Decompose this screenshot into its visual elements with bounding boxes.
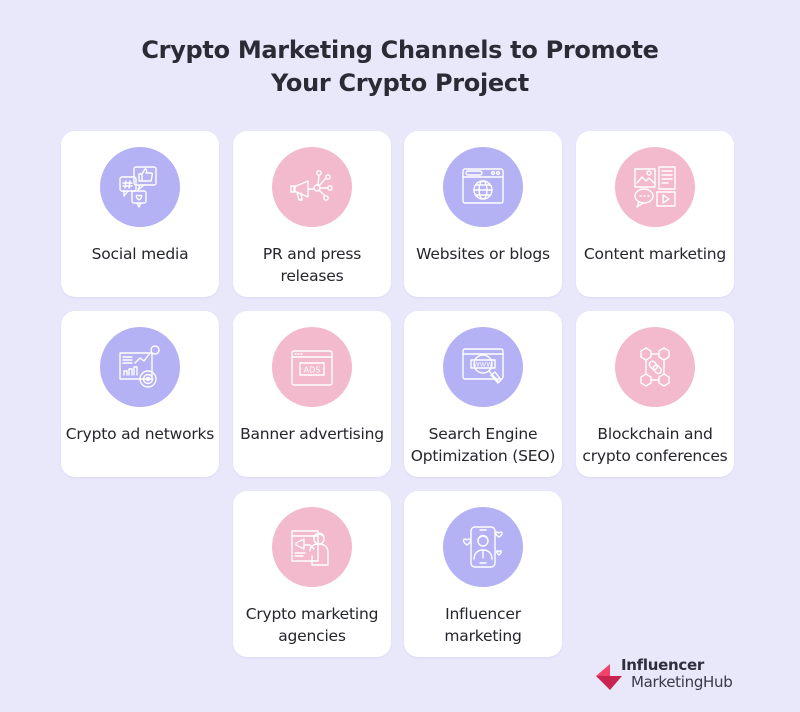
channel-card-content: Content marketing	[576, 131, 734, 297]
channel-label: Websites or blogs	[416, 245, 550, 263]
blockchain-link-icon	[615, 327, 695, 407]
channel-card-websites: Websites or blogs	[404, 131, 562, 297]
logo-mark-icon	[596, 664, 622, 690]
svg-text:ADS: ADS	[304, 366, 321, 375]
svg-text:WWW: WWW	[473, 361, 493, 369]
channel-label: Crypto ad networks	[65, 425, 215, 443]
www-magnifier-icon: WWW	[443, 327, 523, 407]
social-media-icon	[100, 147, 180, 227]
channel-card-agencies: Crypto marketing agencies	[233, 491, 391, 657]
channel-card-banner: ADS Banner advertising	[233, 311, 391, 477]
channel-label: Search Engine Optimization (SEO)	[410, 425, 556, 465]
content-collage-icon	[615, 147, 695, 227]
logo-text-line-1: Influencer	[621, 656, 704, 674]
channel-label: Banner advertising	[240, 425, 384, 443]
megaphone-network-icon	[272, 147, 352, 227]
title-line-1: Crypto Marketing Channels to Promote	[141, 36, 659, 64]
channel-label: Blockchain and crypto conferences	[582, 425, 728, 465]
channel-card-ad-networks: Crypto ad networks	[61, 311, 219, 477]
channel-label: Crypto marketing agencies	[245, 605, 379, 645]
influencer-marketing-hub-logo: Influencer MarketingHub	[596, 656, 756, 696]
title-line-2: Your Crypto Project	[271, 69, 529, 97]
channel-card-seo: WWW Search Engine Optimization (SEO)	[404, 311, 562, 477]
channel-label: Social media	[91, 245, 189, 263]
presenter-megaphone-icon	[272, 507, 352, 587]
channel-label: PR and press releases	[262, 245, 362, 285]
channel-label: Content marketing	[583, 245, 727, 263]
phone-influencer-icon	[443, 507, 523, 587]
channel-card-pr: PR and press releases	[233, 131, 391, 297]
channel-card-conferences: Blockchain and crypto conferences	[576, 311, 734, 477]
browser-globe-icon	[443, 147, 523, 227]
channel-card-influencer: Influencer marketing	[404, 491, 562, 657]
page-title: Crypto Marketing Channels to Promote You…	[0, 34, 800, 100]
channel-card-social-media: Social media	[61, 131, 219, 297]
analytics-dashboard-icon	[100, 327, 180, 407]
channel-label: Influencer marketing	[444, 605, 522, 645]
logo-text-line-2: MarketingHub	[631, 673, 733, 691]
ads-banner-icon: ADS	[272, 327, 352, 407]
